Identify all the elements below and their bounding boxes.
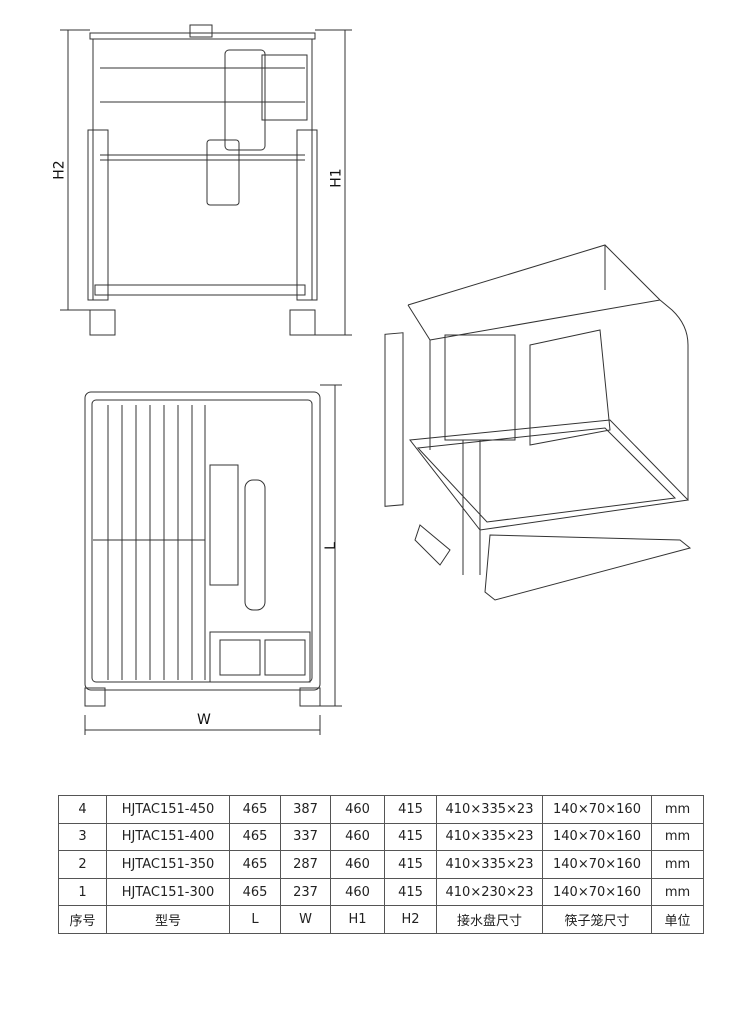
cell-index: 4 — [58, 795, 107, 824]
cell-h2: 415 — [384, 822, 437, 852]
cell-l: 465 — [229, 850, 281, 879]
header-chopstick-cage: 筷子笼尺寸 — [542, 905, 652, 934]
cell-model: HJTAC151-400 — [106, 822, 230, 852]
cell-w: 387 — [280, 795, 331, 824]
cell-w: 337 — [280, 822, 331, 852]
cell-h1: 460 — [330, 877, 385, 907]
dimension-label-h1: H1 — [328, 168, 345, 188]
cell-chopstick-cage: 140×70×160 — [542, 822, 652, 852]
header-h2: H2 — [384, 905, 437, 934]
cell-index: 2 — [58, 850, 107, 879]
cell-h2: 415 — [384, 877, 437, 907]
cell-model: HJTAC151-450 — [106, 795, 230, 824]
cell-w: 287 — [280, 850, 331, 879]
header-drip-tray: 接水盘尺寸 — [436, 905, 543, 934]
cell-chopstick-cage: 140×70×160 — [542, 795, 652, 824]
cell-h1: 460 — [330, 822, 385, 852]
header-unit: 单位 — [651, 905, 704, 934]
cell-drip-tray: 410×335×23 — [436, 850, 543, 879]
cell-chopstick-cage: 140×70×160 — [542, 877, 652, 907]
dimension-label-l: L — [322, 542, 339, 550]
cell-h2: 415 — [384, 850, 437, 879]
cell-chopstick-cage: 140×70×160 — [542, 850, 652, 879]
header-l: L — [229, 905, 281, 934]
cell-index: 1 — [58, 877, 107, 907]
cell-w: 237 — [280, 877, 331, 907]
header-w: W — [280, 905, 331, 934]
cell-h1: 460 — [330, 795, 385, 824]
header-h1: H1 — [330, 905, 385, 934]
cell-unit: mm — [651, 795, 704, 824]
cell-model: HJTAC151-350 — [106, 850, 230, 879]
dimension-label-w: W — [197, 712, 211, 728]
isometric-view — [384, 244, 692, 601]
front-view — [60, 24, 352, 336]
dimension-label-h2: H2 — [51, 160, 68, 180]
top-view — [84, 384, 342, 735]
cell-unit: mm — [651, 822, 704, 852]
cell-h1: 460 — [330, 850, 385, 879]
cell-l: 465 — [229, 877, 281, 907]
cell-h2: 415 — [384, 795, 437, 824]
cell-index: 3 — [58, 822, 107, 852]
cell-unit: mm — [651, 877, 704, 907]
cell-l: 465 — [229, 822, 281, 852]
header-index: 序号 — [58, 905, 107, 934]
cell-drip-tray: 410×335×23 — [436, 795, 543, 824]
cell-drip-tray: 410×230×23 — [436, 877, 543, 907]
header-model: 型号 — [106, 905, 230, 934]
cell-model: HJTAC151-300 — [106, 877, 230, 907]
cell-l: 465 — [229, 795, 281, 824]
cell-unit: mm — [651, 850, 704, 879]
cell-drip-tray: 410×335×23 — [436, 822, 543, 852]
